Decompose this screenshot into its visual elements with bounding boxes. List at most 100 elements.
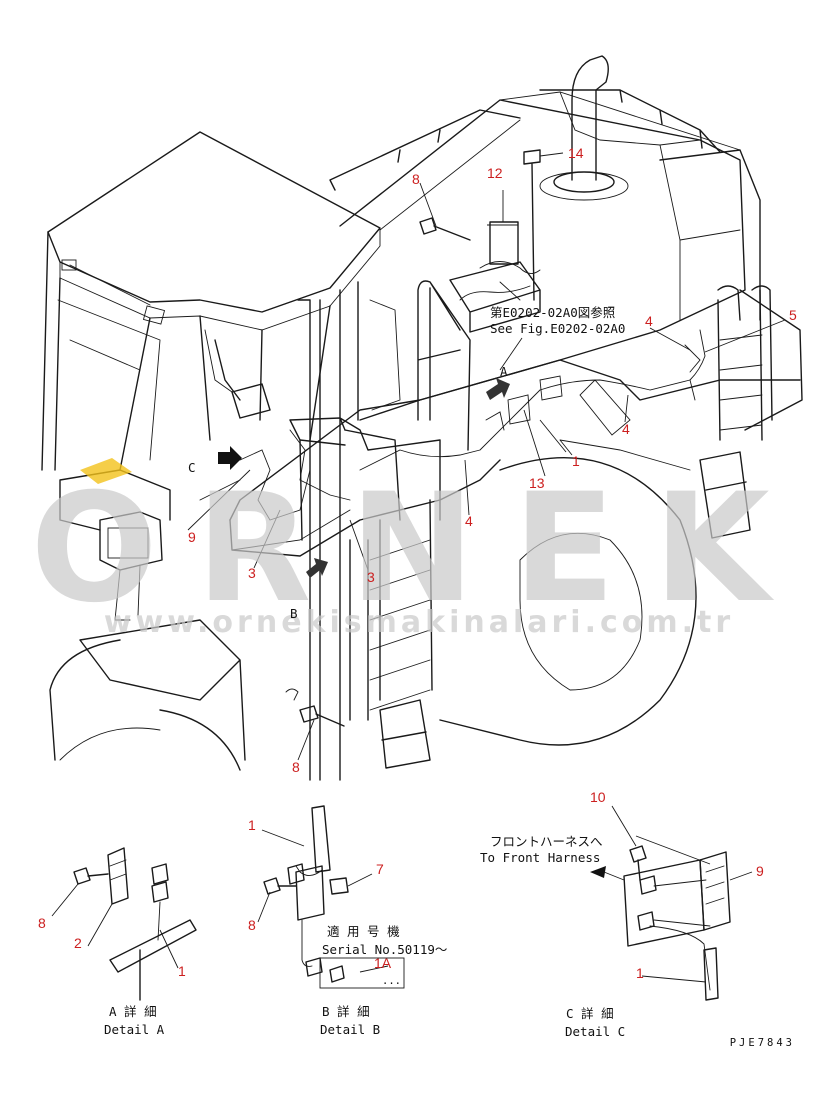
detail-a-connector <box>151 863 169 903</box>
callout-14: 14 <box>568 145 584 161</box>
upper-harness <box>459 281 531 301</box>
callout-12: 12 <box>487 165 503 181</box>
detail-b-serial-ja: 適 用 号 機 <box>327 924 400 939</box>
detail-b-bracket <box>295 865 325 921</box>
cab-roof <box>47 131 381 313</box>
callout-4-front: 4 <box>465 513 473 529</box>
svg-text:...: ... <box>382 975 401 987</box>
right-step <box>699 451 751 539</box>
detail-b-serial-en: Serial No.50119～ <box>322 942 447 957</box>
callout-8-top: 8 <box>412 171 420 187</box>
detail-a-bolt <box>73 867 109 885</box>
reference-note-en: See Fig.E0202-02A0 <box>490 321 625 336</box>
main-callouts: 14 12 8 4 5 A C 4 1 13 4 9 3 3 B 8 <box>188 145 797 775</box>
deck <box>229 359 801 521</box>
battery-12 <box>489 221 519 265</box>
callout-1-main: 1 <box>572 453 580 469</box>
watermark-accent <box>80 458 132 484</box>
detail-b-connector <box>287 863 305 885</box>
front-ladder <box>349 499 433 721</box>
detail-c-to-front-ja: フロントハーネスへ <box>490 834 603 849</box>
detail-b-callout-1: 1 <box>248 817 256 833</box>
detail-b-title-ja: B 詳 細 <box>322 1004 370 1019</box>
label-a: A <box>500 364 508 379</box>
watermark: ORNEK www.ornekismakinalari.com.tr <box>30 458 807 640</box>
hood-rail-left <box>329 109 521 191</box>
bolt-8-bottom <box>299 705 345 727</box>
detail-b-clamp <box>329 877 349 895</box>
reference-note: 第E0202-02A0図参照 See Fig.E0202-02A0 <box>490 305 625 371</box>
detail-c-callout-9: 9 <box>756 863 764 879</box>
side-mirror <box>214 339 271 419</box>
detail-c-plate <box>623 859 705 947</box>
front-fender <box>79 619 246 761</box>
hood <box>339 99 746 421</box>
ladder-rungs <box>369 539 431 711</box>
watermark-url: www.ornekismakinalari.com.tr <box>104 605 734 640</box>
bolt-14 <box>523 149 541 301</box>
detail-b-callout-8: 8 <box>248 917 256 933</box>
detail-b-bolt <box>263 877 297 895</box>
main-view <box>41 55 803 781</box>
leader-lines-main <box>187 152 786 761</box>
detail-a-clip <box>107 847 129 905</box>
detail-a-title-en: Detail A <box>104 1022 165 1037</box>
hood-rail-right <box>539 89 721 153</box>
detail-c-bracket <box>699 851 731 931</box>
arrow-b <box>306 558 328 578</box>
figure-code: PJE7843 <box>730 1037 795 1049</box>
detail-c-title-ja: C 詳 細 <box>566 1006 614 1021</box>
detail-b-title-en: Detail B <box>320 1022 380 1037</box>
detail-c: 10 9 1 フロントハーネスへ To Front Harness C 詳 細 … <box>480 789 764 1039</box>
callout-13: 13 <box>529 475 545 491</box>
bolt-8-top <box>419 217 471 241</box>
detail-c-to-front-en: To Front Harness <box>480 850 600 865</box>
detail-b-callout-7: 7 <box>376 861 384 877</box>
cab-roof-edge <box>59 227 381 331</box>
watermark-brand: ORNEK <box>30 462 807 636</box>
deck-harness <box>359 389 541 471</box>
right-ladder <box>717 285 773 441</box>
detail-a: 8 2 1 A 詳 細 Detail A <box>38 847 197 1037</box>
detail-b-callout-1a: 1A <box>374 955 392 971</box>
callout-4-upper: 4 <box>645 313 653 329</box>
cab-pillar <box>297 281 359 781</box>
detail-b-harness <box>311 805 331 873</box>
detail-b: ... 1 7 8 適 用 号 機 Serial No.50119～ 1A B … <box>248 805 447 1037</box>
detail-a-callout-2: 2 <box>74 935 82 951</box>
detail-c-to-front-arrow <box>590 866 606 878</box>
detail-a-title-ja: A 詳 細 <box>109 1004 157 1019</box>
rear-tire <box>439 457 697 746</box>
radiator-guard <box>659 149 803 431</box>
callout-3-right: 3 <box>367 569 375 585</box>
detail-c-callout-1: 1 <box>636 965 644 981</box>
cab-harness <box>239 429 311 521</box>
cab-body <box>41 231 331 471</box>
label-b: B <box>290 606 298 621</box>
detail-a-harness <box>109 919 197 1001</box>
battery-box <box>449 261 541 333</box>
front-tire <box>49 639 241 771</box>
detail-a-callout-1: 1 <box>178 963 186 979</box>
detail-b-variant-box <box>319 957 405 989</box>
bracket-4 <box>579 379 631 436</box>
detail-c-title-en: Detail C <box>565 1024 625 1039</box>
center-handrail <box>417 280 471 451</box>
callout-8-bottom: 8 <box>292 759 300 775</box>
bottom-step <box>379 699 431 769</box>
headlight <box>99 511 163 571</box>
callout-5: 5 <box>789 307 797 323</box>
detail-c-callout-10: 10 <box>590 789 606 805</box>
callout-3-left: 3 <box>248 565 256 581</box>
reference-note-ja: 第E0202-02A0図参照 <box>490 305 615 320</box>
detail-c-bolt <box>629 845 647 881</box>
detail-a-callout-8: 8 <box>38 915 46 931</box>
arrow-c <box>218 446 242 470</box>
callout-9-main: 9 <box>188 529 196 545</box>
callout-4-right: 4 <box>622 421 630 437</box>
label-c: C <box>188 460 196 475</box>
detail-c-harness <box>649 925 711 991</box>
connector-block-13 <box>507 375 563 425</box>
